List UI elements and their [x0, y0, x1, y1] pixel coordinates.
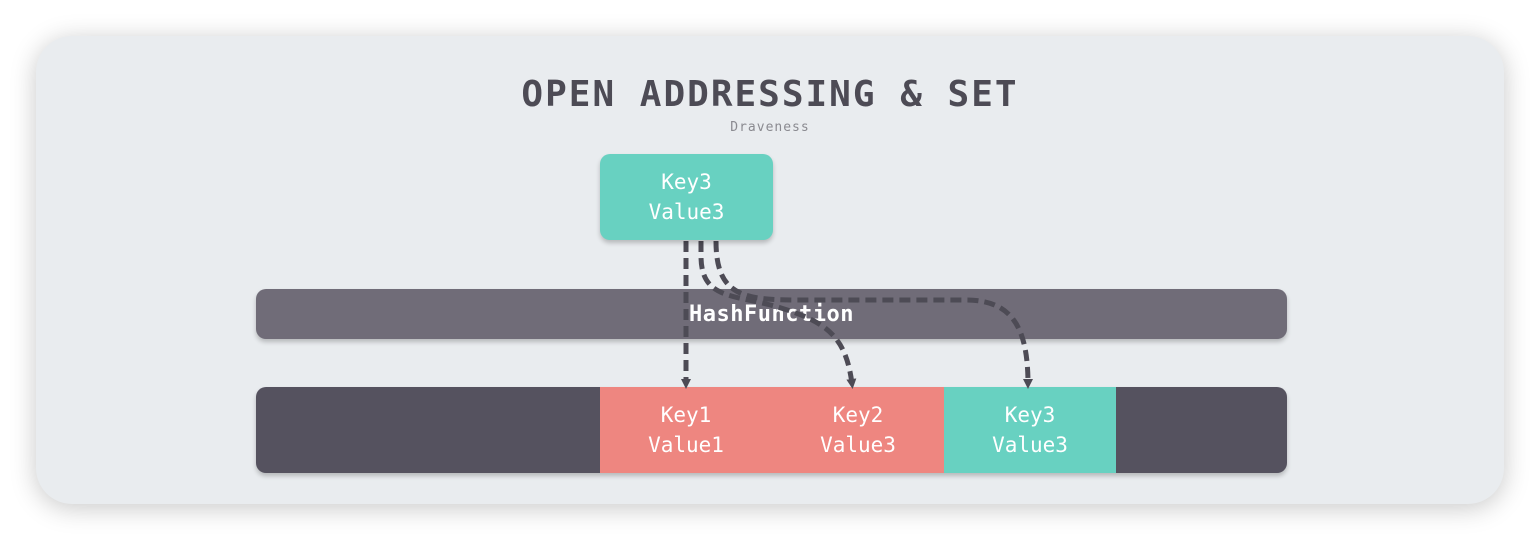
slot-3-key: Key3	[1004, 403, 1056, 427]
diagram-card: OPEN ADDRESSING & SET Draveness HashFunc…	[36, 36, 1504, 504]
hash-function-label: HashFunction	[689, 301, 854, 327]
hash-table: Key1 Value1 Key2 Value3 Key3 Value3	[256, 387, 1287, 473]
table-slot-2: Key2 Value3	[772, 387, 944, 473]
incoming-entry: Key3 Value3	[600, 154, 773, 240]
diagram-title: OPEN ADDRESSING & SET	[521, 74, 1019, 115]
table-slot-3: Key3 Value3	[944, 387, 1116, 473]
slot-1-key: Key1	[660, 403, 712, 427]
slot-1-value: Value1	[648, 433, 724, 457]
incoming-value: Value3	[648, 200, 725, 224]
slot-2-value: Value3	[820, 433, 896, 457]
incoming-key: Key3	[661, 170, 712, 194]
hash-function-bar: HashFunction	[256, 289, 1287, 339]
slot-3-value: Value3	[992, 433, 1068, 457]
table-slot-1: Key1 Value1	[600, 387, 772, 473]
diagram-author: Draveness	[730, 120, 810, 135]
slot-2-key: Key2	[832, 403, 884, 427]
